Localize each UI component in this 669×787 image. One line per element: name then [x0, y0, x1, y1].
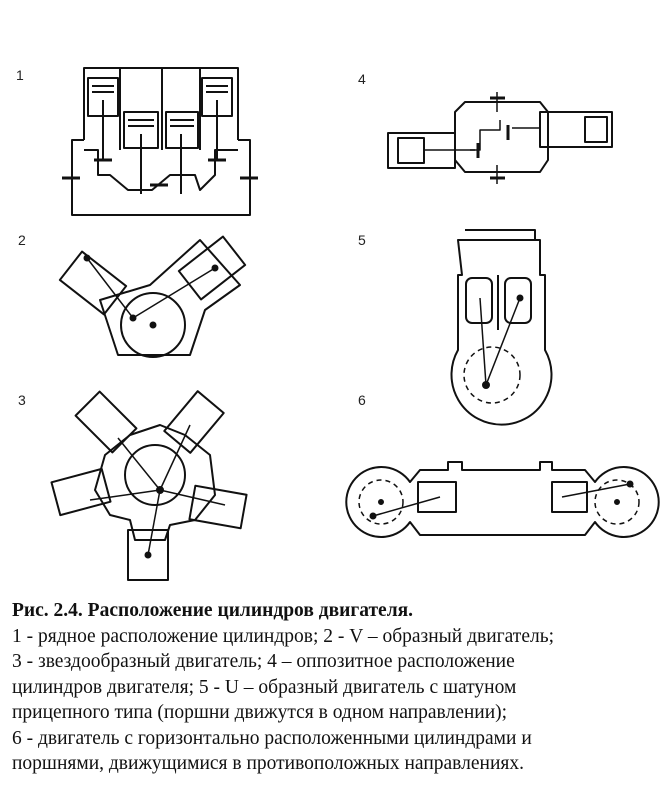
label-2: 2 — [18, 232, 26, 248]
label-3: 3 — [18, 392, 26, 408]
caption-line: поршнями, движущимися в противоположных … — [12, 753, 524, 774]
caption-line: 3 - звездообразный двигатель; 4 – оппози… — [12, 651, 515, 672]
caption-line: 6 - двигатель с горизонтально расположен… — [12, 727, 532, 749]
caption-line: прицепного типа (поршни движутся в одном… — [12, 702, 508, 723]
diagram-opposed-engine — [387, 92, 613, 184]
caption-title: Рис. 2.4. Расположение цилиндров двигате… — [12, 600, 414, 621]
diagram-u-engine — [450, 229, 553, 426]
engine-layout-figure: 1 2 3 4 5 6 — [16, 67, 660, 581]
caption-line: 1 - рядное расположение цилиндров; 2 - V… — [12, 625, 555, 647]
caption-line: цилиндров двигателя; 5 - U – образный дв… — [12, 676, 517, 698]
label-6: 6 — [358, 392, 366, 408]
label-1: 1 — [16, 67, 24, 83]
diagram-horizontal-engine — [345, 461, 660, 538]
figure-caption: Рис. 2.4. Расположение цилиндров двигате… — [12, 598, 662, 777]
label-4: 4 — [358, 71, 366, 87]
label-5: 5 — [358, 232, 366, 248]
diagram-inline-engine — [62, 67, 258, 216]
diagram-radial-engine — [50, 390, 248, 581]
diagram-v-engine — [58, 235, 247, 358]
